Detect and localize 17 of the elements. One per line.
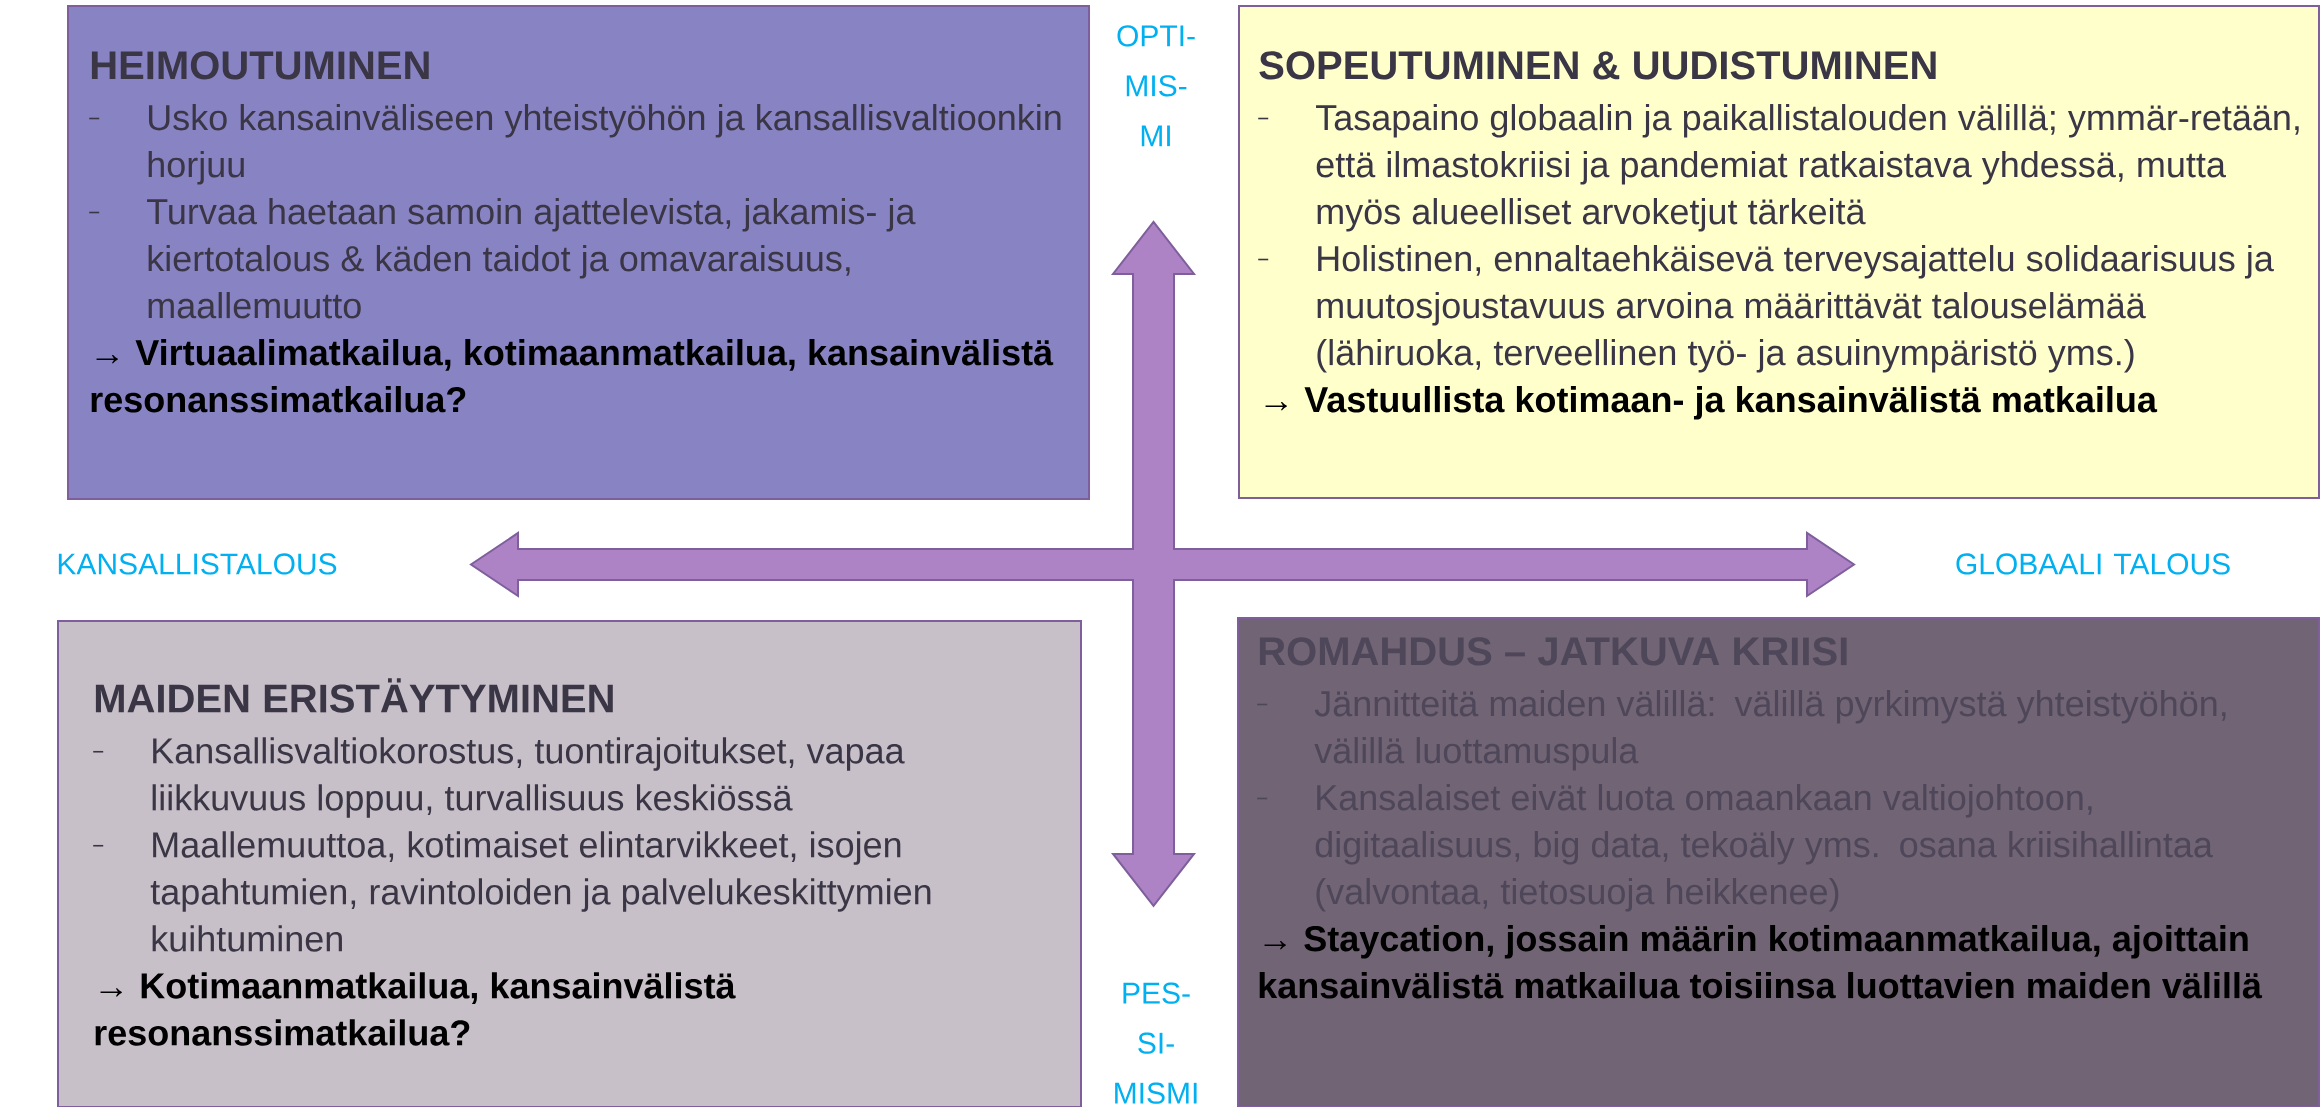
bullet-text: Usko kansainväliseen yhteistyöhön ja kansallisvaltioonkin horjuu	[148, 104, 1061, 185]
heading: MAIDEN ERISTÄYTYMINEN	[95, 678, 613, 713]
axis-label: GLOBAALI TALOUS	[1956, 553, 2230, 575]
bullet-text: Kansallisvaltiokorostus, tuontirajoitukset, vapaa liikkuvuus loppuu, turvallisuus keskiössä	[152, 737, 905, 818]
axis-label: OPTI-MIS-MI	[1117, 25, 1195, 147]
bullet-text: Maallemuuttoa, kotimaiset elintarvikkeet, isojen tapahtumien, ravintoloiden ja palvelukeskittymien kuihtuminen	[150, 831, 931, 952]
heading: HEIMOUTUMINEN	[91, 51, 429, 80]
bullet-text: Turvaa haetaan samoin ajattelevista, jakamis- ja kiertotalous & käden taidot ja omavaraisuus, maallemuutto	[147, 198, 916, 319]
conclusion-text: → Staycation, jossain määrin kotimaanmatkailua, ajoittain kansainvälistä matkailua toisiinsa luottavien maiden välillä	[1259, 925, 2263, 999]
conclusion-text: → Kotimaanmatkailua, kansainvälistä resonanssimatkailua?	[95, 972, 736, 1046]
axis-label: PES-SI-MISMI	[1115, 982, 1197, 1104]
conclusion-text: → Virtuaalimatkailua, kotimaanmatkailua, kansainvälistä resonanssimatkailua?	[91, 339, 1054, 413]
conclusion-text: → Vastuullista kotimaan- ja kansainvälistä matkailua	[1265, 386, 2158, 420]
axis-label: KANSALLISTALOUS	[58, 553, 337, 575]
bullet-text: Holistinen, ennaltaehkäisevä terveysajattelu solidaarisuus ja muutosjoustavuus arvoina määrittävät talouselämää (lähiruoka, terveellinen työ- ja asuinympäristö yms.)	[1317, 245, 2274, 373]
heading: SOPEUTUMINEN & UUDISTUMINEN	[1259, 51, 1936, 80]
bullet-text: Tasapaino globaalin ja paikallistalouden välillä; ymmär-retään, että ilmastokriisi ja pandemiat ratkaistava yhdessä, mutta myös alueelliset arvoketjut tärkeitä	[1316, 104, 2299, 232]
